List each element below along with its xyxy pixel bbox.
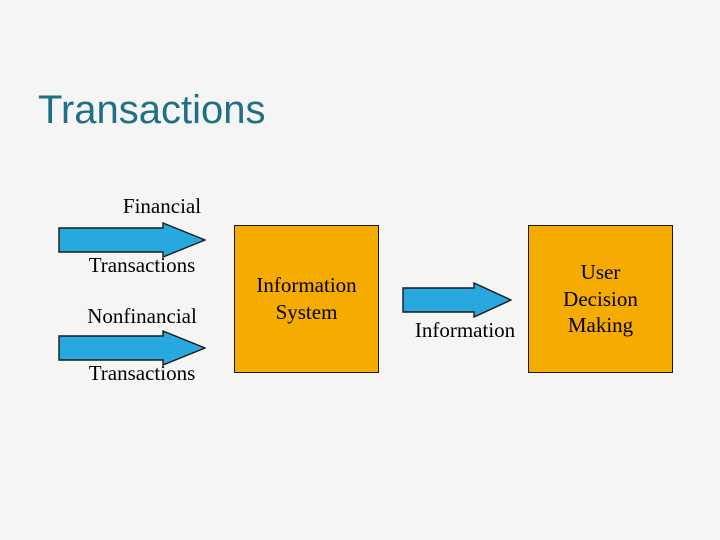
box-user-decision-making-line2: Decision	[563, 286, 638, 311]
page-title: Transactions	[38, 88, 266, 132]
box-information-system: Information System	[234, 225, 379, 373]
box-information-system-line2: System	[275, 300, 338, 324]
label-financial: Financial	[122, 194, 202, 218]
arrow-information-icon	[402, 282, 512, 318]
arrow-nonfinancial-icon	[58, 330, 206, 366]
arrow-financial-icon	[58, 222, 206, 258]
box-information-system-text: Information System	[256, 272, 356, 326]
box-information-system-line1: Information	[256, 273, 357, 298]
label-transactions-nonfinancial: Transactions	[88, 361, 196, 385]
box-user-decision-making-line3: Making	[567, 313, 634, 338]
label-transactions-financial: Transactions	[88, 253, 196, 277]
box-user-decision-making-line1: User	[580, 259, 621, 284]
label-information: Information	[414, 318, 516, 342]
box-user-decision-making: User Decision Making	[528, 225, 673, 373]
box-user-decision-making-text: User Decision Making	[563, 259, 638, 340]
label-nonfinancial: Nonfinancial	[87, 304, 197, 328]
